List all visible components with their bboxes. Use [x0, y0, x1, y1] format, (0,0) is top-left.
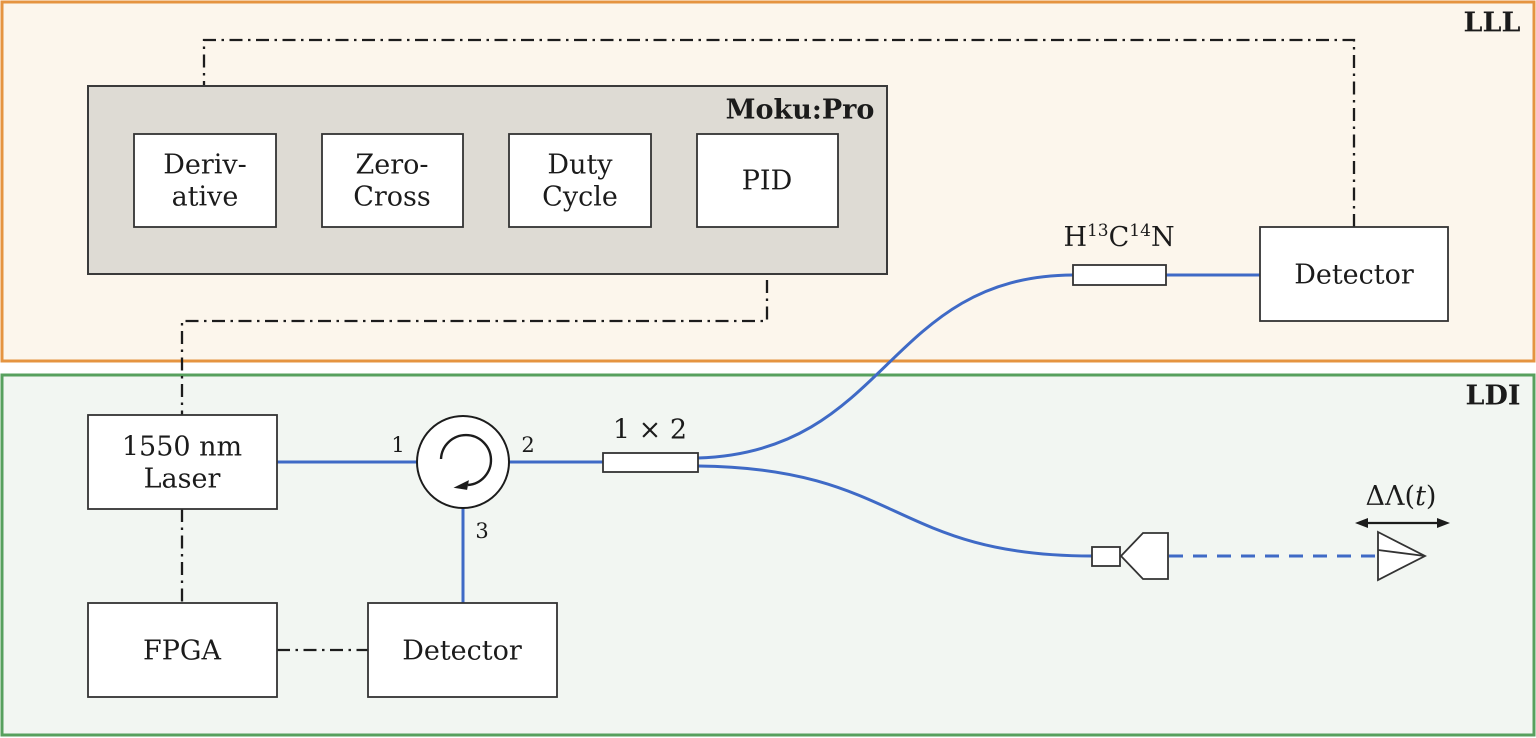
- collimator-symbol: [1091, 532, 1169, 580]
- circulator-port2-label: 2: [521, 433, 534, 457]
- zero-cross-box: [321, 133, 464, 228]
- moku-pro-title: Moku:Pro: [726, 95, 875, 126]
- derivative-box: [133, 133, 277, 228]
- zero-cross-label-line2: Cross: [353, 182, 431, 213]
- splitter-box: [602, 452, 699, 473]
- collimator-ferrule: [1091, 546, 1121, 567]
- moku-pro-module: Moku:Pro Deriv- ative Zero- Cross Duty C…: [87, 85, 888, 275]
- displacement-label: ΔΛ(t): [1366, 481, 1437, 512]
- circulator-arrowhead-icon: [453, 480, 469, 490]
- retroreflector-symbol: [1377, 530, 1427, 582]
- circulator-rotation-arrow: [439, 433, 493, 487]
- splitter-symbol: 1 × 2: [602, 415, 699, 473]
- displacement-annotation: ΔΛ(t): [1355, 481, 1450, 528]
- gas-cell-label-n: N: [1151, 222, 1175, 253]
- gas-cell: H13C14N: [1063, 221, 1175, 286]
- splitter-label: 1 × 2: [613, 415, 687, 446]
- circulator-circle: [416, 415, 510, 509]
- ldi-region-label: LDI: [1465, 381, 1520, 412]
- duty-cycle-box: [508, 133, 652, 228]
- circulator-port3-label: 3: [475, 519, 488, 543]
- zero-cross-block: Zero- Cross: [321, 133, 464, 228]
- gas-cell-box: [1072, 264, 1167, 286]
- displacement-label-post: ): [1426, 481, 1437, 512]
- circulator-symbol: 1 2 3: [391, 415, 535, 543]
- displacement-arrowhead-left-icon: [1355, 518, 1368, 528]
- circulator-port1-label: 1: [391, 433, 404, 457]
- lll-detector: Detector: [1259, 226, 1449, 322]
- pid-label: PID: [742, 166, 792, 197]
- duty-cycle-label-line1: Duty: [547, 150, 613, 181]
- gas-cell-label-c: C: [1109, 222, 1130, 253]
- retroreflector-facet-line: [1377, 549, 1426, 557]
- ldi-detector-label: Detector: [402, 636, 522, 667]
- derivative-block: Deriv- ative: [133, 133, 277, 228]
- fpga-label: FPGA: [143, 636, 221, 667]
- collimator-horn: [1119, 532, 1169, 580]
- gas-cell-label: H13C14N: [1063, 221, 1174, 253]
- lll-region-label: LLL: [1464, 8, 1521, 39]
- zero-cross-label-line1: Zero-: [355, 150, 428, 181]
- retroreflector-prism: [1377, 530, 1427, 582]
- lll-detector-box: [1259, 226, 1449, 322]
- gas-cell-label-sup14: 14: [1129, 221, 1151, 241]
- gas-cell-label-h: H: [1063, 222, 1087, 253]
- displacement-arrowhead-right-icon: [1437, 518, 1450, 528]
- gas-cell-label-sup13: 13: [1087, 221, 1109, 241]
- laser-source: 1550 nm Laser: [87, 414, 278, 510]
- duty-cycle-block: Duty Cycle: [508, 133, 652, 228]
- fpga-box: [87, 602, 278, 698]
- duty-cycle-label-line2: Cycle: [542, 182, 618, 213]
- laser-label-line1: 1550 nm: [122, 432, 242, 463]
- pid-block: PID: [696, 133, 839, 228]
- derivative-label-line2: ative: [172, 182, 239, 213]
- displacement-label-pre: ΔΛ(: [1366, 481, 1416, 512]
- derivative-label-line1: Deriv-: [163, 150, 247, 181]
- laser-label-line2: Laser: [144, 464, 221, 495]
- ldi-detector-box: [367, 602, 558, 698]
- fiber-splitter-to-collimator: [697, 464, 1093, 558]
- fiber-splitter-to-gas-cell: [697, 273, 1074, 460]
- ldi-detector: Detector: [367, 602, 558, 698]
- displacement-label-t: t: [1415, 481, 1426, 512]
- fpga-block: FPGA: [87, 602, 278, 698]
- laser-box: [87, 414, 278, 510]
- lll-detector-label: Detector: [1294, 260, 1414, 291]
- pid-box: [696, 133, 839, 228]
